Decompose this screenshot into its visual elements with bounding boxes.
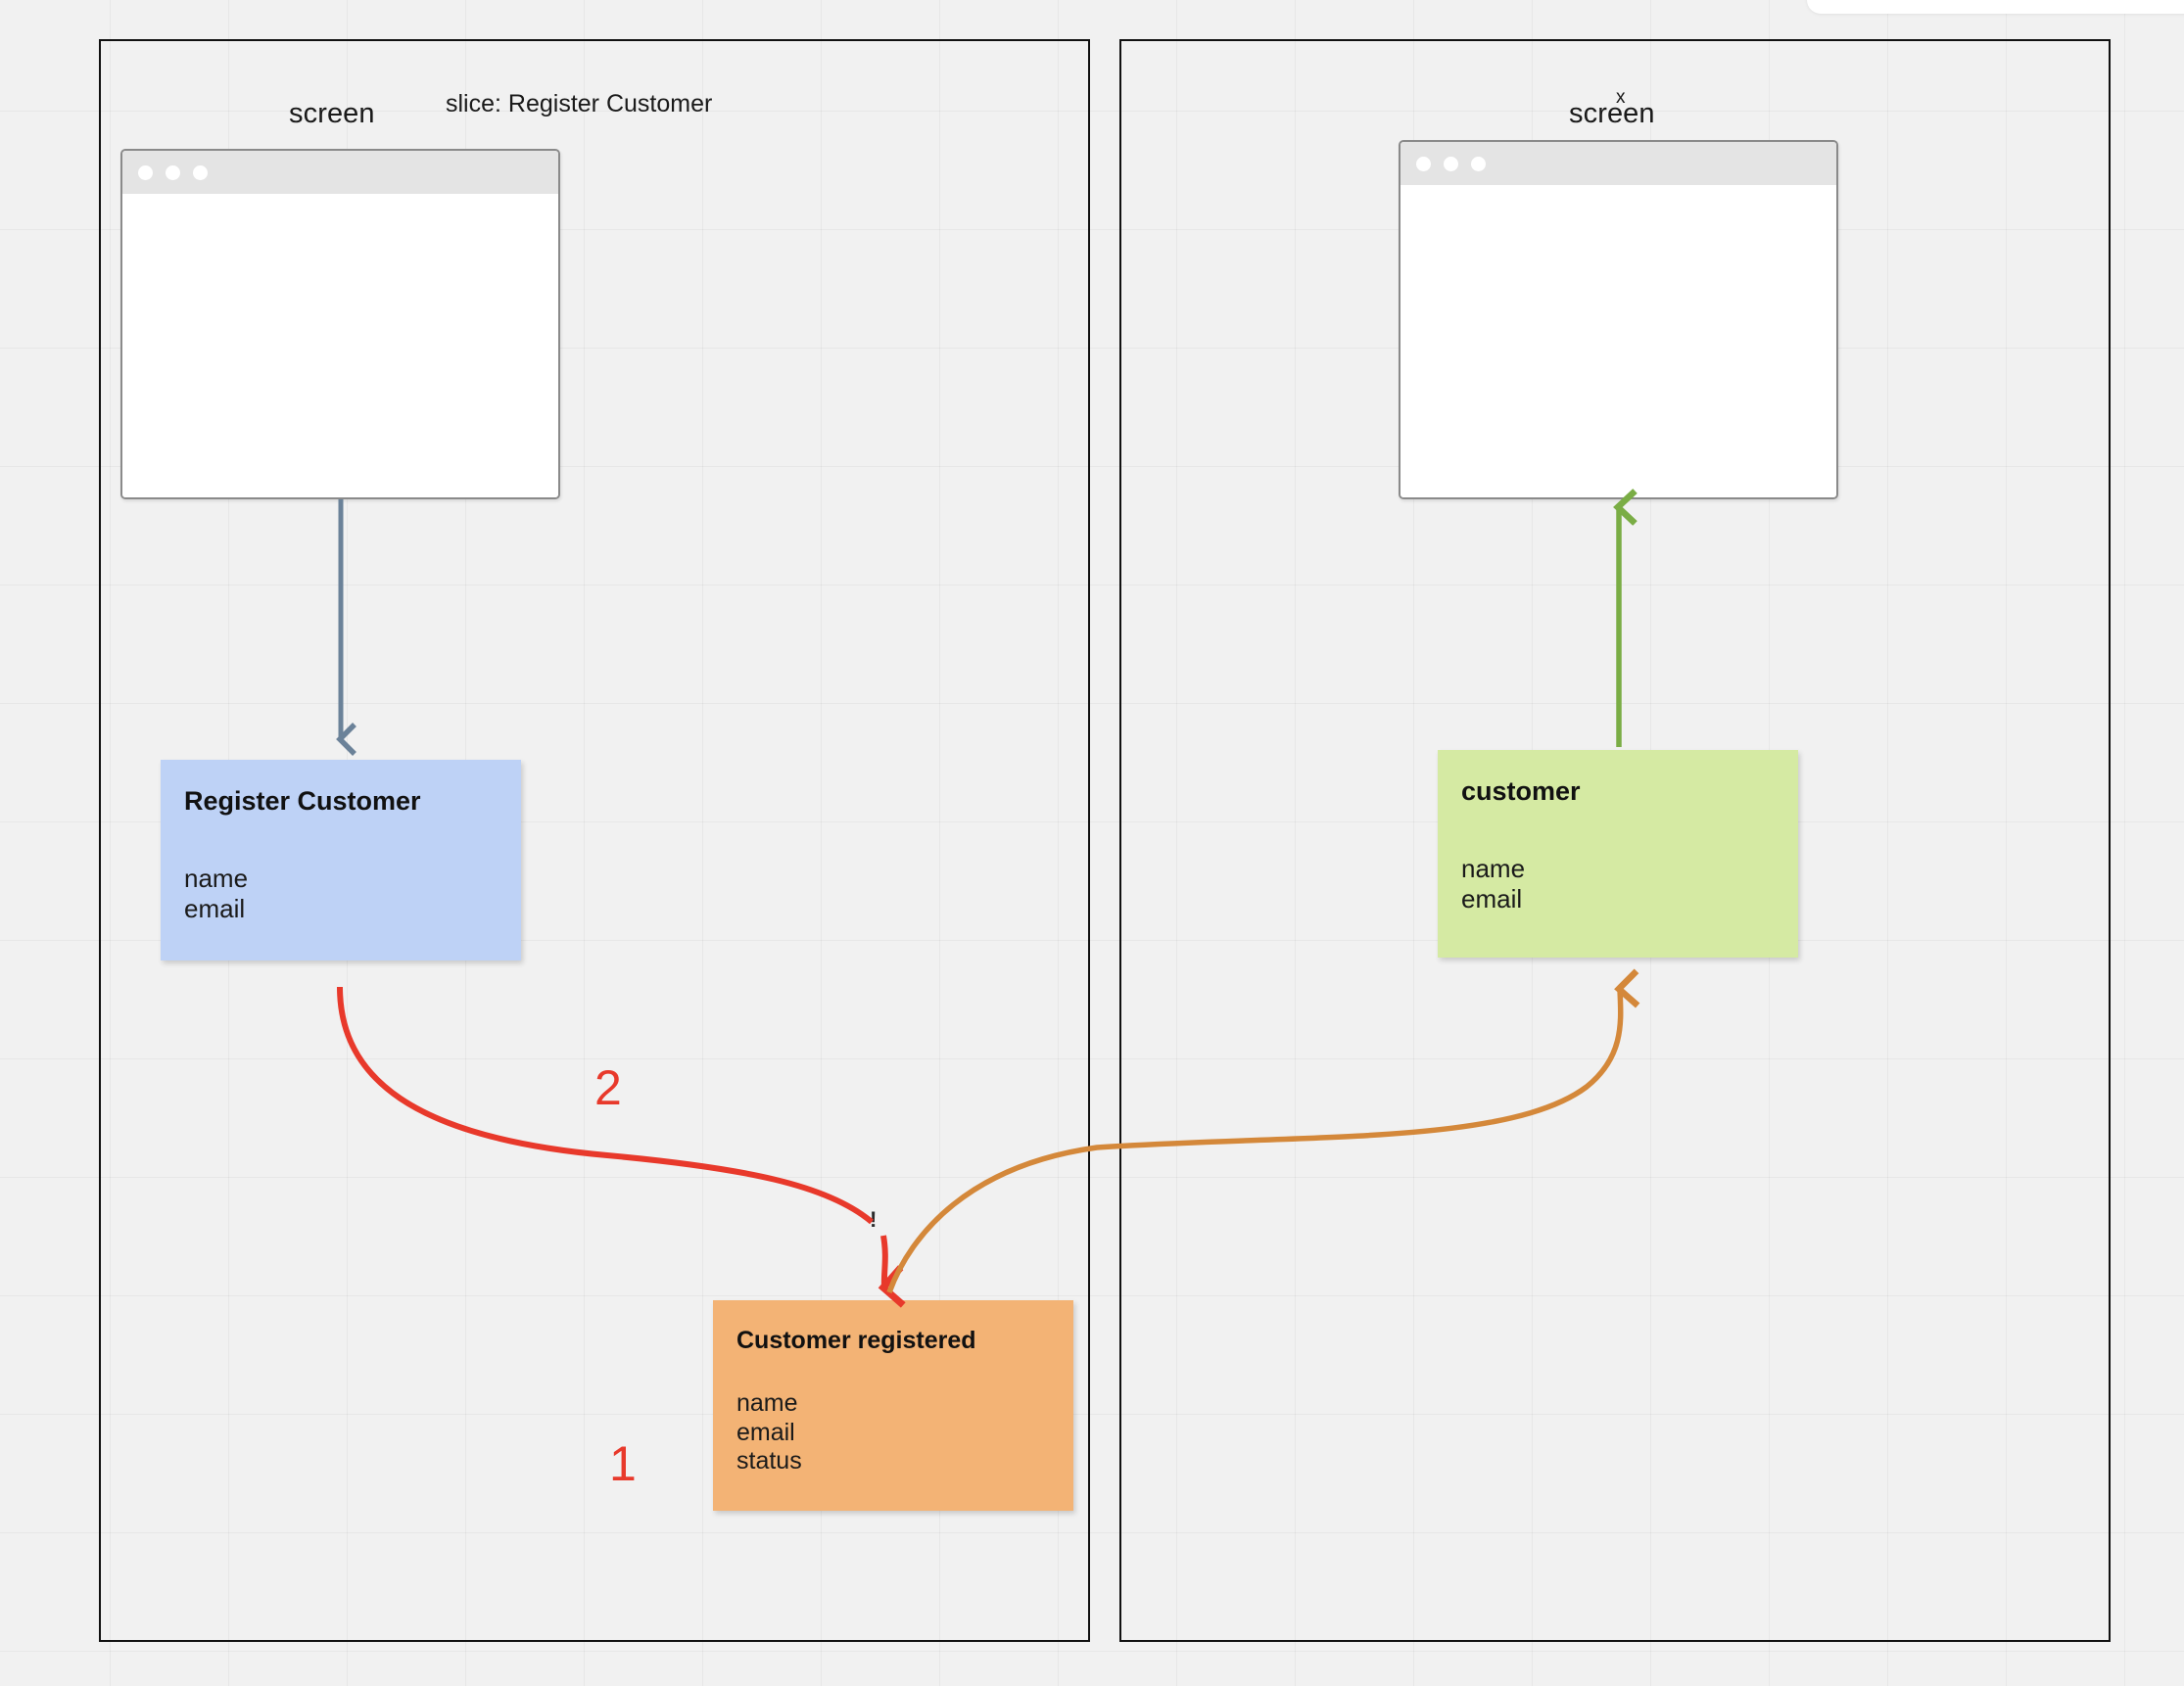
card-command-field-name: name [184,864,249,894]
card-readmodel-field-email: email [1461,884,1523,914]
window-dot-close-icon [138,164,153,180]
panel-right-label: screen [1569,98,1655,129]
card-command-field-email: email [184,894,246,924]
card-event-field-status: status [736,1447,802,1475]
slice-title: slice: Register Customer [446,90,713,117]
panel-left-slice[interactable] [99,39,1090,1642]
card-readmodel[interactable]: customer name email [1438,750,1798,958]
card-event-field-name: name [736,1389,798,1417]
window-dot-minimize-icon [166,164,180,180]
window-body [122,194,558,497]
step-number-2: 2 [594,1060,622,1115]
card-event-field-email: email [736,1418,795,1446]
card-event[interactable]: Customer registered name email status [713,1300,1073,1511]
panel-right-slice[interactable] [1119,39,2111,1642]
card-event-title: Customer registered [736,1327,976,1354]
card-command-title: Register Customer [184,786,421,816]
window-titlebar [1401,142,1836,185]
left-screen-mockup[interactable] [120,149,560,499]
step-number-1: 1 [609,1436,637,1491]
card-readmodel-title: customer [1461,776,1581,806]
right-screen-mockup[interactable] [1399,140,1838,499]
panel-left-label: screen [289,98,375,129]
panel-right-overlay-x: x [1616,87,1626,108]
window-dot-maximize-icon [193,164,208,180]
window-titlebar [122,151,558,194]
exclamation-mark: ! [870,1207,878,1232]
card-readmodel-field-name: name [1461,854,1526,884]
window-dot-maximize-icon [1471,156,1486,171]
window-body [1401,185,1836,497]
window-dot-minimize-icon [1444,156,1458,171]
window-dot-close-icon [1416,156,1431,171]
card-command[interactable]: Register Customer name email [161,760,521,960]
top-sheet-panel[interactable] [1807,0,2184,14]
